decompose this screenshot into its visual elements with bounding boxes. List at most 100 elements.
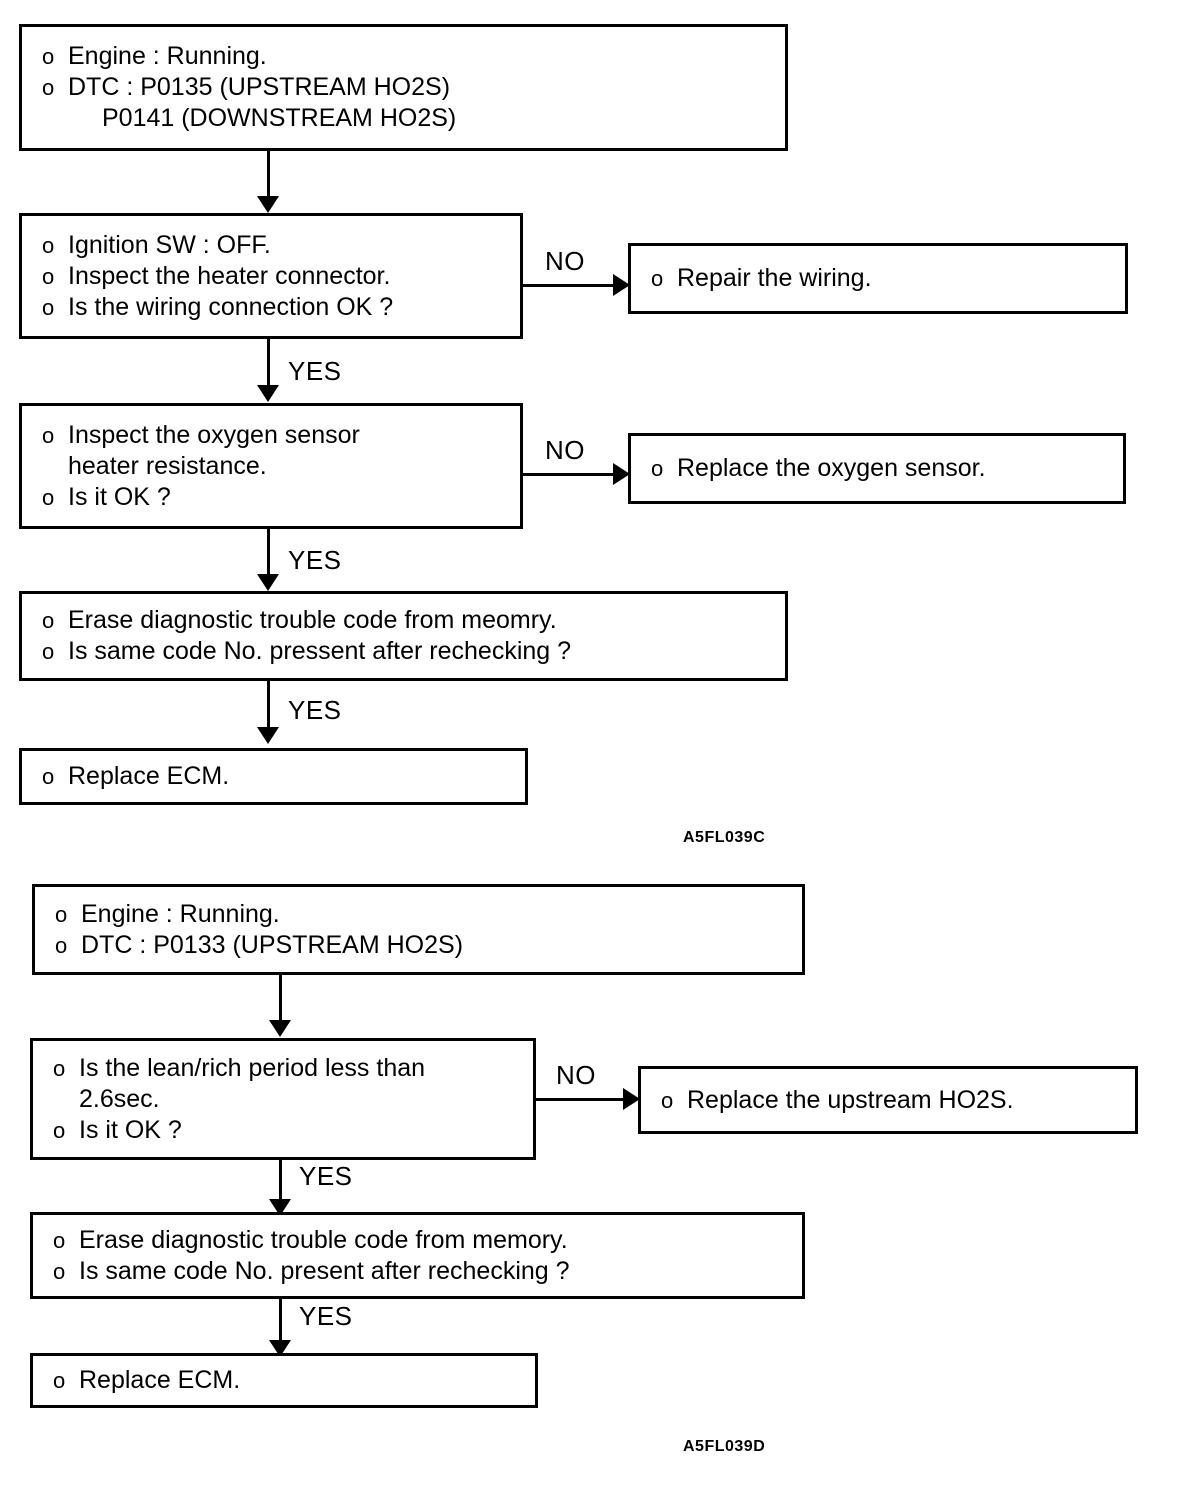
node-line-text: 2.6sec. [79,1084,160,1113]
connector-period-no [536,1098,627,1101]
node-line-text: Is the wiring connection OK ? [68,292,394,321]
bullet-marker: o [53,1368,66,1393]
node-line-text: Repair the wiring. [677,264,872,292]
node-repair-wiring: o Repair the wiring. [628,243,1128,314]
node-replace-oxygen-sensor-body: o Replace the oxygen sensor. [631,453,1123,484]
edge-label-no: NO [545,246,585,276]
node-line-text: Replace ECM. [79,1366,241,1394]
node-line-text: Erase diagnostic trouble code from meomr… [68,606,557,634]
node-replace-ecm: o Replace ECM. [30,1353,538,1408]
node-line: o DTC : P0135 (UPSTREAM HO2S) [34,72,775,103]
connector-resistance-yes [267,529,270,577]
node-start-conditions-body: o Engine : Running. o DTC : P0135 (UPSTR… [22,41,785,134]
node-line-text: Is it OK ? [79,1115,182,1144]
node-line: o Engine : Running. [47,899,792,930]
bullet-marker: o [42,484,55,510]
arrowhead-right [623,1088,640,1110]
bullet-marker: o [55,901,68,927]
node-check-heater-resistance-body: o Inspect the oxygen sensor heater resis… [22,420,520,513]
node-replace-oxygen-sensor: o Replace the oxygen sensor. [628,433,1126,504]
node-line: o Ignition SW : OFF. [34,230,510,261]
arrowhead-down [257,385,279,402]
bullet-marker: o [42,422,55,448]
node-line-text: Erase diagnostic trouble code from memor… [79,1225,568,1254]
node-line: o Replace the oxygen sensor. [643,453,1113,484]
node-line-text: Is same code No. present after recheckin… [79,1256,570,1285]
node-line: o DTC : P0133 (UPSTREAM HO2S) [47,930,792,961]
node-line: o Is the lean/rich period less than [45,1053,523,1084]
node-line-text: heater resistance. [68,451,267,480]
node-line: o Replace ECM. [45,1365,525,1396]
bullet-marker: o [42,764,55,789]
bullet-marker: o [42,263,55,289]
node-erase-dtc: o Erase diagnostic trouble code from mem… [30,1212,805,1299]
bullet-marker: o [42,75,55,100]
node-line-text: Engine : Running. [81,899,280,928]
connector-start-to-period [279,975,282,1022]
node-start-conditions: o Engine : Running. o DTC : P0133 (UPSTR… [32,884,805,975]
node-replace-upstream-ho2s-body: o Replace the upstream HO2S. [641,1085,1135,1116]
connector-resistance-no [523,473,617,476]
bullet-marker: o [55,932,68,958]
node-line-text: Ignition SW : OFF. [68,230,271,259]
node-line-text: DTC : P0135 (UPSTREAM HO2S) [68,73,451,101]
bullet-marker: o [42,608,55,633]
edge-label-no: NO [556,1060,596,1090]
arrowhead-right [613,463,630,485]
arrowhead-down [257,196,279,213]
bullet-marker: o [42,232,55,258]
node-line-text: Is same code No. pressent after rechecki… [68,637,572,665]
bullet-marker: o [53,1227,66,1253]
edge-label-yes: YES [299,1301,353,1331]
node-replace-ecm: o Replace ECM. [19,748,528,805]
arrowhead-down [269,1340,291,1357]
node-replace-ecm-body: o Replace ECM. [33,1365,535,1396]
arrowhead-down [269,1020,291,1037]
node-line-text: Replace the upstream HO2S. [687,1085,1014,1114]
node-line: o Engine : Running. [34,41,775,72]
node-line: heater resistance. [34,451,510,482]
connector-period-yes [279,1160,282,1204]
node-line-text: Inspect the oxygen sensor [68,420,360,449]
bullet-marker: o [53,1117,66,1143]
node-erase-dtc-body: o Erase diagnostic trouble code from meo… [22,605,785,667]
node-line: o Is the wiring connection OK ? [34,292,510,323]
node-line-text: Engine : Running. [68,42,267,70]
node-line: o Is it OK ? [45,1115,523,1146]
bullet-marker: o [53,1258,66,1284]
node-line: o Erase diagnostic trouble code from meo… [34,605,775,636]
node-line: o Erase diagnostic trouble code from mem… [45,1225,792,1256]
node-line-text: DTC : P0133 (UPSTREAM HO2S) [81,930,464,959]
node-start-conditions-body: o Engine : Running. o DTC : P0133 (UPSTR… [35,899,802,961]
connector-start-to-wiring [267,151,270,199]
edge-label-yes: YES [288,695,342,725]
node-line-text: Inspect the heater connector. [68,261,391,290]
bullet-marker: o [661,1087,674,1113]
node-check-wiring: o Ignition SW : OFF. o Inspect the heate… [19,213,523,339]
node-line: o Inspect the oxygen sensor [34,420,510,451]
node-line-text: Is it OK ? [68,482,171,511]
bullet-marker: o [53,1055,66,1081]
node-line: o Is same code No. pressent after rechec… [34,636,775,667]
figure-caption: A5FL039C [683,829,766,846]
node-line-text: Replace the oxygen sensor. [677,454,986,482]
connector-erase-yes [279,1299,282,1346]
node-line: o Repair the wiring. [643,263,1115,294]
node-line: o Is it OK ? [34,482,510,513]
edge-label-yes: YES [288,356,342,386]
arrowhead-right [613,274,630,296]
node-line: 2.6sec. [45,1084,523,1115]
node-replace-upstream-ho2s: o Replace the upstream HO2S. [638,1066,1138,1134]
connector-wiring-yes [267,339,270,387]
bullet-marker: o [42,44,55,69]
node-repair-wiring-body: o Repair the wiring. [631,263,1125,294]
edge-label-no: NO [545,435,585,465]
node-line: o Is same code No. present after recheck… [45,1256,792,1287]
node-line-text: Is the lean/rich period less than [79,1053,426,1082]
node-check-lean-rich-period: o Is the lean/rich period less than 2.6s… [30,1038,536,1160]
arrowhead-down [257,574,279,591]
bullet-marker: o [42,639,55,664]
bullet-marker: o [42,294,55,320]
node-line: P0141 (DOWNSTREAM HO2S) [34,103,775,134]
node-line: o Inspect the heater connector. [34,261,510,292]
